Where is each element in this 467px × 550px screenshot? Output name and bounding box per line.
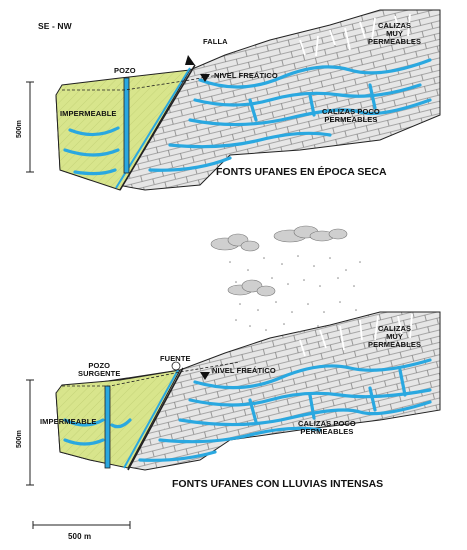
label-calizas-poco-top: CALIZAS POCO PERMEABLES <box>322 107 380 124</box>
label-nivel-freatico-bottom: NIVEL FREÁTICO <box>212 366 276 375</box>
orientation-label: SE - NW <box>38 21 72 31</box>
spring-fuente <box>171 361 181 371</box>
label-pozo-top: POZO <box>114 66 136 75</box>
top-cross-section <box>55 9 441 191</box>
label-impermeable-bottom: IMPERMEABLE <box>40 417 97 426</box>
label-impermeable-top: IMPERMEABLE <box>60 109 117 118</box>
caption-bottom: FONTS UFANES CON LLUVIAS INTENSAS <box>172 478 384 490</box>
artesian-well-bottom <box>104 385 111 469</box>
horizontal-scale <box>32 521 131 529</box>
scale-500m-horizontal: 500 m <box>68 532 92 541</box>
karst-water-bottom <box>63 358 432 462</box>
scale-500m-bottom: 500m <box>16 430 23 448</box>
rain-clouds <box>210 225 361 333</box>
well-top <box>123 77 130 174</box>
caption-top: FONTS UFANES EN ÉPOCA SECA <box>216 166 387 178</box>
label-calizas-muy-top: CALIZAS MUY PERMEABLES <box>368 21 422 46</box>
label-calizas-muy-bottom: CALIZAS MUY PERMEABLES <box>368 324 422 349</box>
label-nivel-freatico-top: NIVEL FREÁTICO <box>214 71 278 80</box>
label-pozo-surgente: POZO SURGENTE <box>78 361 121 378</box>
scale-500m-top: 500m <box>16 120 23 138</box>
karst-water-top <box>63 58 432 176</box>
rain-drops <box>229 255 361 333</box>
fault-line-bottom <box>127 367 184 471</box>
water-table-top <box>62 71 236 91</box>
label-calizas-poco-bottom: CALIZAS POCO PERMEABLES <box>298 419 356 436</box>
fault-line-top <box>119 64 196 191</box>
limestone-block-top <box>55 9 441 191</box>
vertical-scale-top <box>26 81 34 173</box>
impermeable-layer-top <box>55 69 191 191</box>
vertical-scale-bottom <box>26 379 34 486</box>
label-fuente: FUENTE <box>160 354 191 363</box>
label-falla-top: FALLA <box>203 37 228 46</box>
bottom-cross-section <box>55 311 441 471</box>
